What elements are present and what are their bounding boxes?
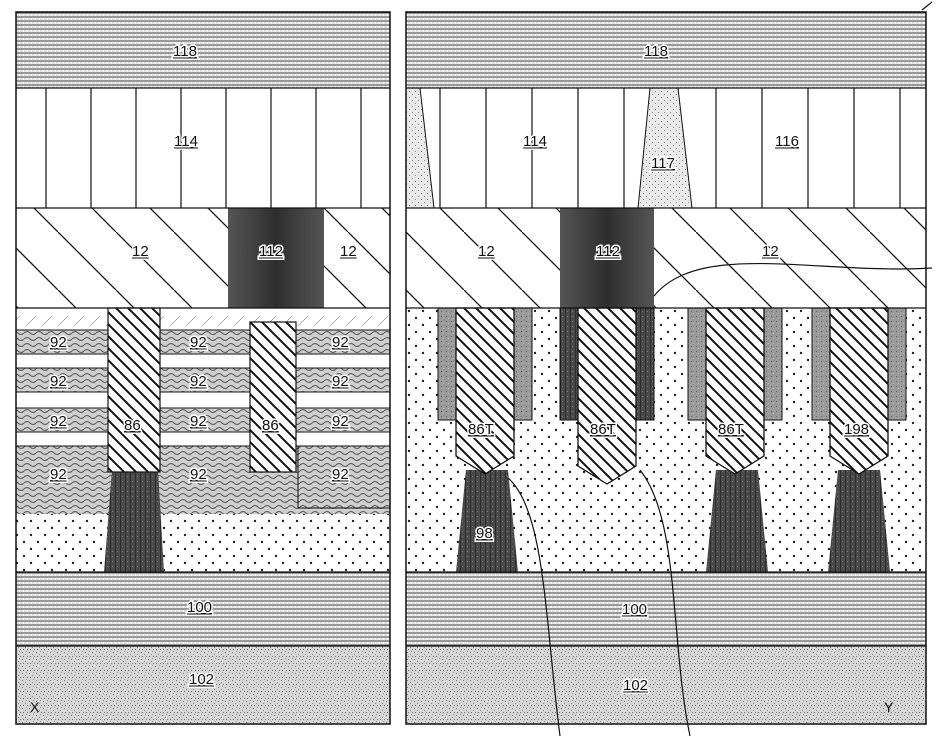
leader-line-98: [507, 477, 561, 736]
label-92-j: 92: [50, 466, 67, 483]
fin-86-left: [107, 307, 161, 473]
label-114-right: 114: [523, 133, 547, 150]
label-12-left-b: 12: [340, 243, 357, 260]
contact-left-1: [104, 470, 164, 572]
label-112-right: 112: [596, 243, 620, 260]
leader-lines: [507, 1, 933, 736]
layer-12: [16, 208, 390, 308]
leader-line-86t: [639, 469, 691, 736]
label-92-b: 92: [190, 334, 207, 351]
label-116: 116: [775, 133, 799, 150]
layer-100-right: [406, 572, 926, 646]
layer-114: [16, 88, 390, 208]
fins-86T: [455, 307, 889, 485]
label-92-l: 92: [332, 466, 349, 483]
right-panel: 118 114 117 116 12 112 12 86T 86T 86T 19…: [405, 1, 933, 736]
label-100-right: 100: [622, 601, 647, 618]
label-118-left: 118: [173, 43, 197, 60]
label-86t-b: 86T: [590, 421, 616, 438]
label-92-i: 92: [332, 413, 349, 430]
label-102-left: 102: [189, 671, 214, 688]
fin-86t-a: [455, 307, 515, 475]
label-92-h: 92: [190, 413, 207, 430]
corner-label-x: X: [30, 699, 40, 715]
leader-line-top-right: [653, 262, 933, 297]
label-12-right-b: 12: [762, 243, 779, 260]
fin-198: [829, 307, 889, 475]
left-panel: 118 114 12 112 12 92 92 92 92 92 92 92 9…: [15, 11, 391, 725]
contact-98-c: [706, 470, 768, 572]
contact-98-d: [828, 470, 890, 572]
label-12-left-a: 12: [132, 243, 149, 260]
layer-118: [16, 12, 390, 88]
label-92-k: 92: [190, 466, 207, 483]
label-100-left: 100: [187, 599, 212, 616]
label-86-a: 86: [124, 417, 141, 434]
label-117: 117: [651, 155, 675, 172]
layer-114-116-verticals: [439, 88, 901, 208]
label-92-g: 92: [50, 413, 67, 430]
gate-112: [228, 208, 324, 308]
layer-100: [16, 572, 390, 646]
corner-label-y: Y: [884, 699, 894, 715]
right-layer-borders: [406, 87, 926, 647]
layer-12-right: [406, 208, 926, 308]
label-92-e: 92: [190, 373, 207, 390]
layer-102: [16, 646, 390, 724]
label-92-d: 92: [50, 373, 67, 390]
leader-line-corner: [921, 1, 933, 11]
spacers: [437, 307, 907, 421]
layer-114-verticals: [45, 88, 362, 208]
left-layer-borders: [16, 87, 390, 647]
layer-118-right: [406, 12, 926, 88]
label-86t-c: 86T: [718, 421, 744, 438]
label-86-b: 86: [262, 417, 279, 434]
right-panel-border: [405, 11, 927, 725]
block-92-right: [297, 445, 391, 509]
left-panel-border: [15, 11, 391, 725]
label-198: 198: [844, 421, 869, 438]
contacts-98: [456, 470, 890, 572]
label-12-right-a: 12: [478, 243, 495, 260]
gate-112-right: [560, 208, 654, 308]
label-92-a: 92: [50, 334, 67, 351]
fin-86t-c: [705, 307, 765, 475]
label-86t-a: 86T: [468, 421, 494, 438]
label-102-right: 102: [623, 677, 648, 694]
contact-98-a: [456, 470, 518, 572]
fin-86-right: [249, 321, 297, 473]
substrate-dots-left: [16, 514, 390, 572]
layer-102-right: [406, 646, 926, 724]
label-114-left: 114: [174, 133, 198, 150]
label-92-f: 92: [332, 373, 349, 390]
label-112-left: 112: [259, 243, 283, 260]
label-92-c: 92: [332, 334, 349, 351]
fin-86t-b: [577, 307, 637, 485]
label-118-right: 118: [644, 43, 668, 60]
label-98: 98: [476, 525, 493, 542]
